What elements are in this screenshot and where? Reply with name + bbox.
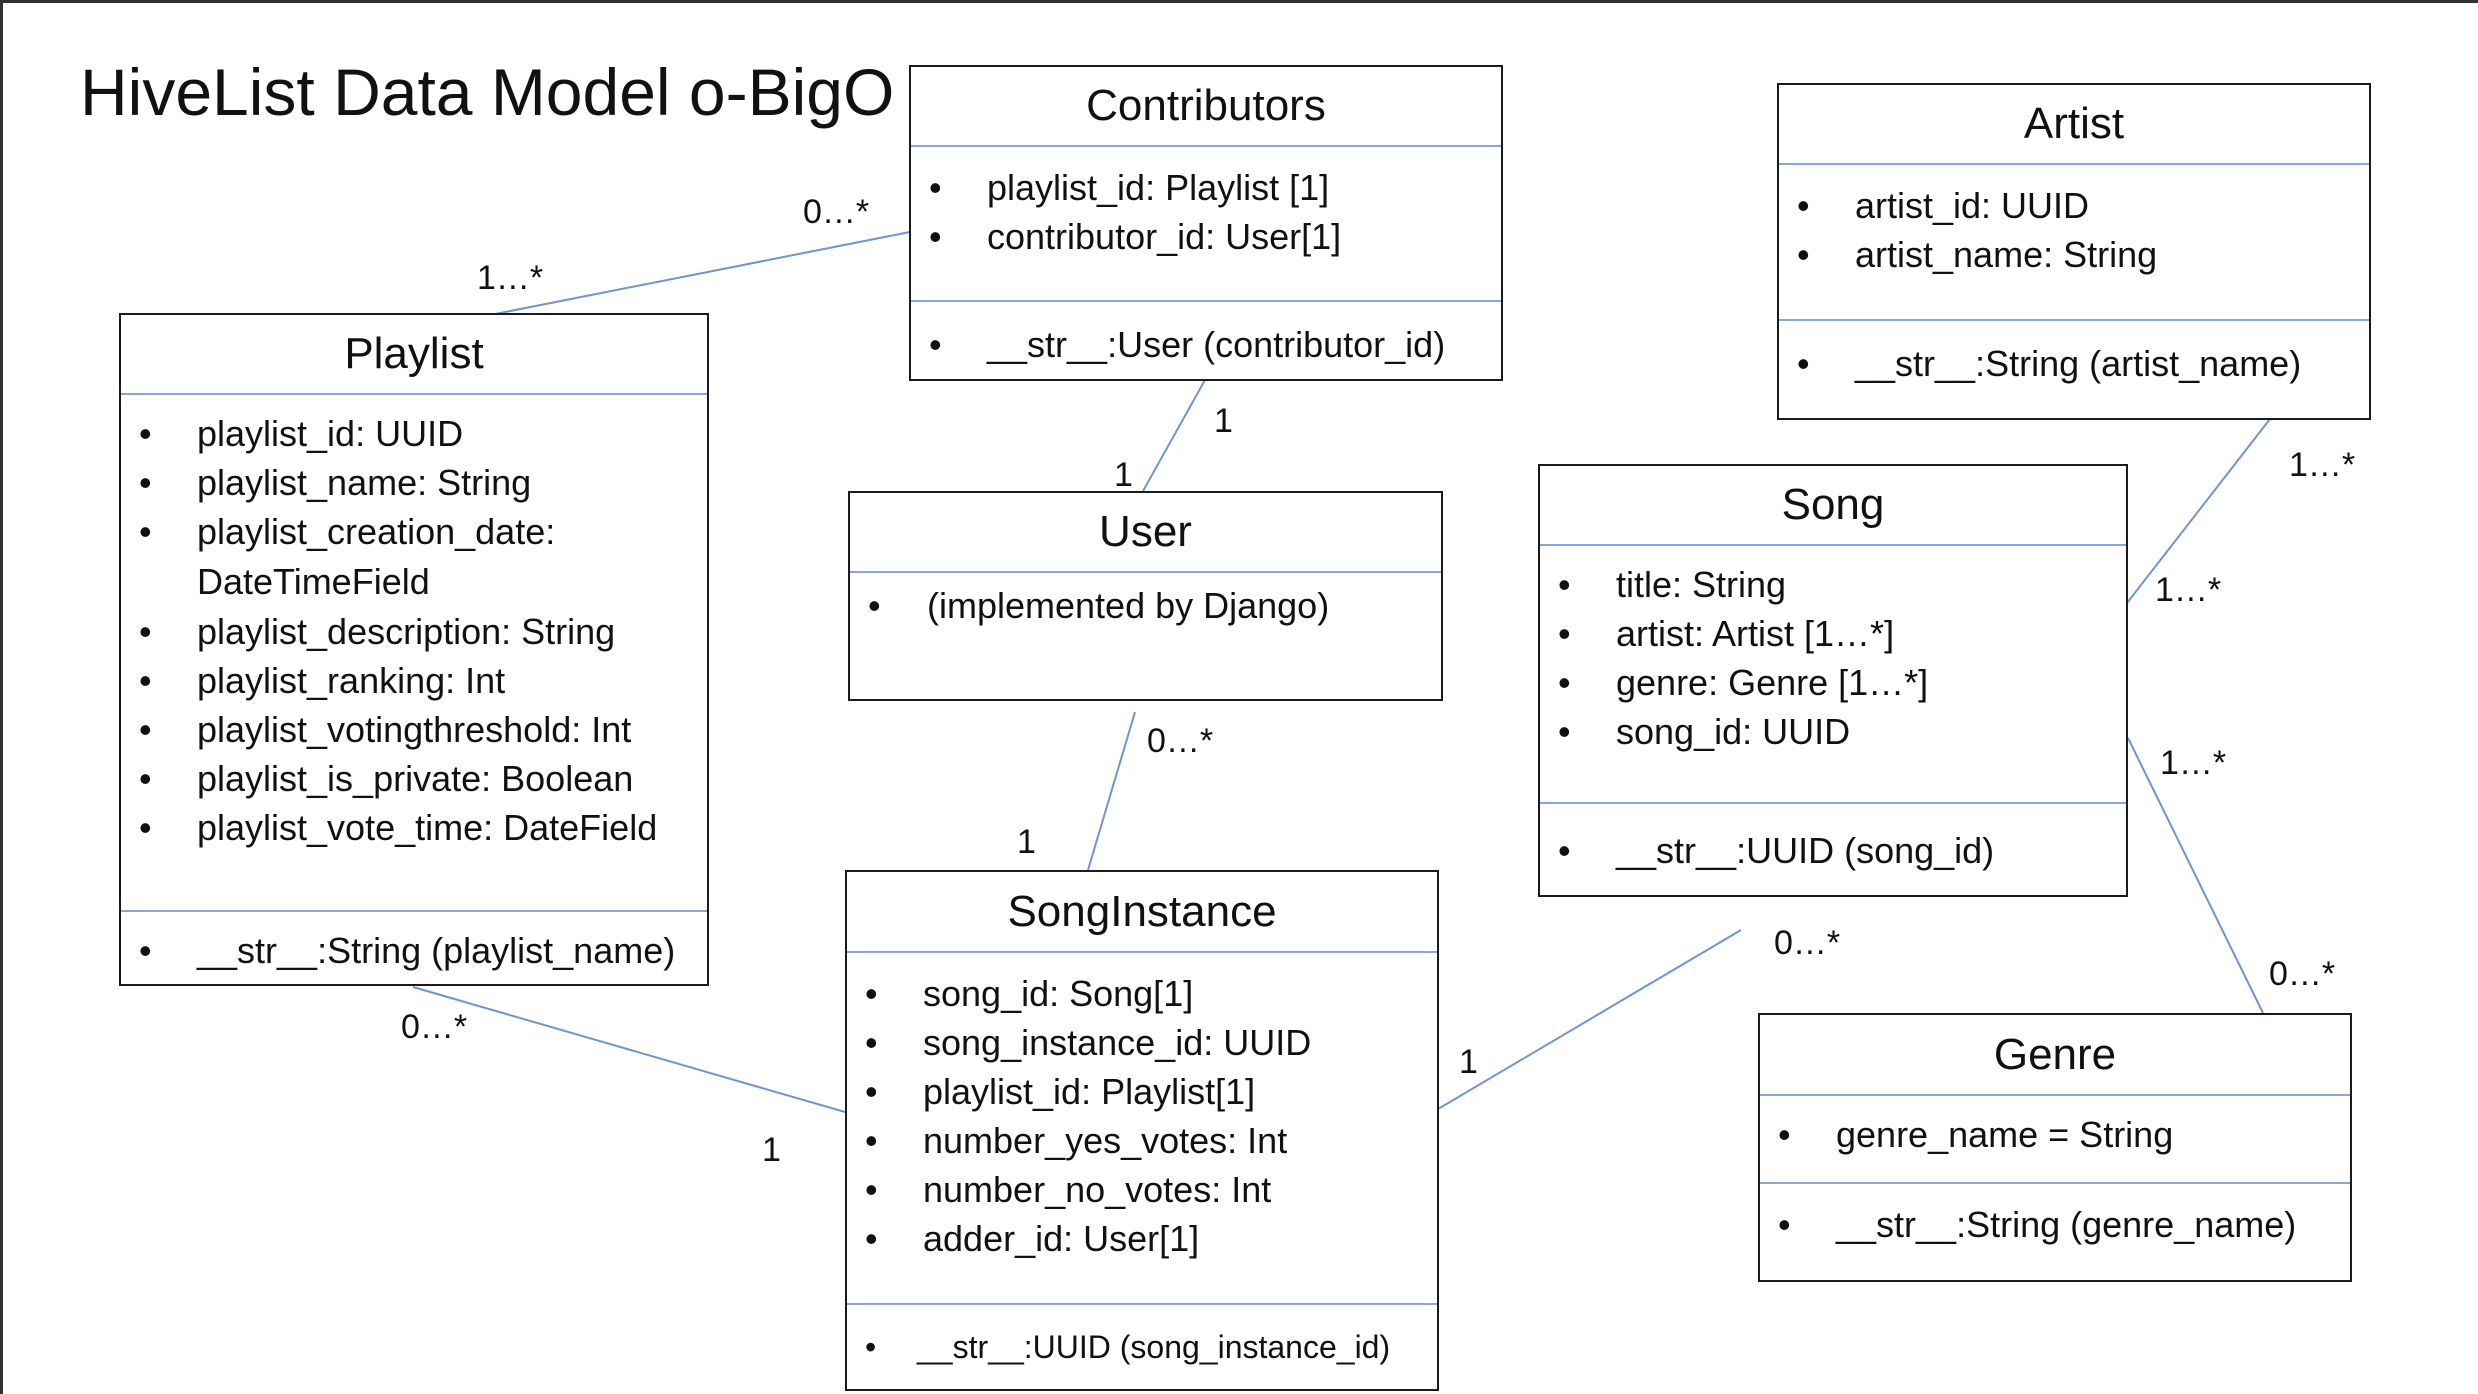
link-user-songinstance (1087, 711, 1136, 871)
attribute: contributor_id: User[1] (911, 212, 1501, 261)
multiplicity-label: 1 (762, 1131, 781, 1169)
class-playlist: Playlist playlist_id: UUID playlist_name… (119, 313, 709, 986)
class-title: User (850, 493, 1441, 573)
multiplicity-label: 1 (1214, 402, 1233, 440)
attribute: adder_id: User[1] (847, 1214, 1437, 1263)
link-songinstance-song (1432, 929, 1742, 1113)
class-title: Genre (1760, 1015, 2350, 1096)
class-song: Song title: String artist: Artist [1…*] … (1538, 464, 2128, 897)
attribute: song_instance_id: UUID (847, 1018, 1437, 1067)
attributes-section: playlist_id: Playlist [1] contributor_id… (911, 147, 1501, 300)
attribute: playlist_vote_time: DateField (121, 803, 687, 852)
methods-section: __str__:String (genre_name) (1760, 1182, 2350, 1249)
attribute: playlist_name: String (121, 458, 687, 507)
multiplicity-label: 1…* (477, 259, 544, 297)
class-artist: Artist artist_id: UUID artist_name: Stri… (1777, 83, 2371, 420)
multiplicity-label: 1 (1114, 456, 1133, 494)
link-song-genre (2127, 737, 2264, 1014)
methods-section: __str__:User (contributor_id) (911, 300, 1501, 369)
class-title: Artist (1779, 85, 2369, 165)
multiplicity-label: 1…* (2160, 744, 2227, 782)
attribute: genre_name = String (1760, 1110, 2350, 1159)
attribute: playlist_is_private: Boolean (121, 754, 687, 803)
attribute: song_id: UUID (1540, 707, 2126, 756)
class-title: Song (1540, 466, 2126, 546)
attribute: number_no_votes: Int (847, 1165, 1437, 1214)
method: __str__:String (playlist_name) (121, 926, 707, 975)
attributes-section: playlist_id: UUID playlist_name: String … (121, 395, 707, 910)
diagram-title: HiveList Data Model o-BigO (80, 55, 895, 129)
attribute: playlist_id: UUID (121, 409, 687, 458)
methods-section: __str__:String (playlist_name) (121, 910, 707, 975)
multiplicity-label: 0…* (1774, 924, 1841, 962)
methods-section: __str__:UUID (song_instance_id) (847, 1303, 1437, 1372)
attribute: artist_id: UUID (1779, 181, 2369, 230)
multiplicity-label: 1 (1459, 1043, 1478, 1081)
attribute: number_yes_votes: Int (847, 1116, 1437, 1165)
method: __str__:UUID (song_id) (1540, 826, 2126, 875)
attribute: genre: Genre [1…*] (1540, 658, 2126, 707)
link-playlist-songinstance (412, 986, 846, 1113)
methods-section: __str__:String (artist_name) (1779, 319, 2369, 388)
attributes-section: (implemented by Django) (850, 573, 1441, 630)
attribute: title: String (1540, 560, 2126, 609)
multiplicity-label: 1 (1017, 823, 1036, 861)
class-contributors: Contributors playlist_id: Playlist [1] c… (909, 65, 1503, 381)
method: __str__:User (contributor_id) (911, 320, 1501, 369)
attribute: playlist_creation_date: DateTimeField (121, 507, 687, 607)
link-playlist-contributors (489, 231, 911, 316)
attribute: playlist_description: String (121, 607, 687, 656)
multiplicity-label: 0…* (803, 193, 870, 231)
attribute: (implemented by Django) (850, 581, 1441, 630)
attribute: artist: Artist [1…*] (1540, 609, 2126, 658)
attributes-section: song_id: Song[1] song_instance_id: UUID … (847, 953, 1437, 1303)
methods-section: __str__:UUID (song_id) (1540, 802, 2126, 875)
class-user: User (implemented by Django) (848, 491, 1443, 701)
multiplicity-label: 0…* (2269, 955, 2336, 993)
multiplicity-label: 0…* (401, 1008, 468, 1046)
class-title: SongInstance (847, 872, 1437, 953)
class-songinstance: SongInstance song_id: Song[1] song_insta… (845, 870, 1439, 1391)
attribute: playlist_votingthreshold: Int (121, 705, 687, 754)
method: __str__:UUID (song_instance_id) (847, 1323, 1437, 1372)
method: __str__:String (artist_name) (1779, 339, 2369, 388)
attribute: playlist_id: Playlist[1] (847, 1067, 1437, 1116)
method: __str__:String (genre_name) (1760, 1200, 2350, 1249)
attributes-section: title: String artist: Artist [1…*] genre… (1540, 546, 2126, 802)
class-title: Playlist (121, 315, 707, 395)
link-artist-song (2126, 418, 2271, 604)
attributes-section: artist_id: UUID artist_name: String (1779, 165, 2369, 319)
class-genre: Genre genre_name = String __str__:String… (1758, 1013, 2352, 1282)
attribute: song_id: Song[1] (847, 969, 1437, 1018)
multiplicity-label: 1…* (2289, 446, 2356, 484)
multiplicity-label: 1…* (2155, 571, 2222, 609)
link-contributors-user (1142, 379, 1206, 492)
multiplicity-label: 0…* (1147, 722, 1214, 760)
attribute: playlist_ranking: Int (121, 656, 687, 705)
class-title: Contributors (911, 67, 1501, 147)
attributes-section: genre_name = String (1760, 1096, 2350, 1182)
attribute: playlist_id: Playlist [1] (911, 163, 1501, 212)
attribute: artist_name: String (1779, 230, 2369, 279)
